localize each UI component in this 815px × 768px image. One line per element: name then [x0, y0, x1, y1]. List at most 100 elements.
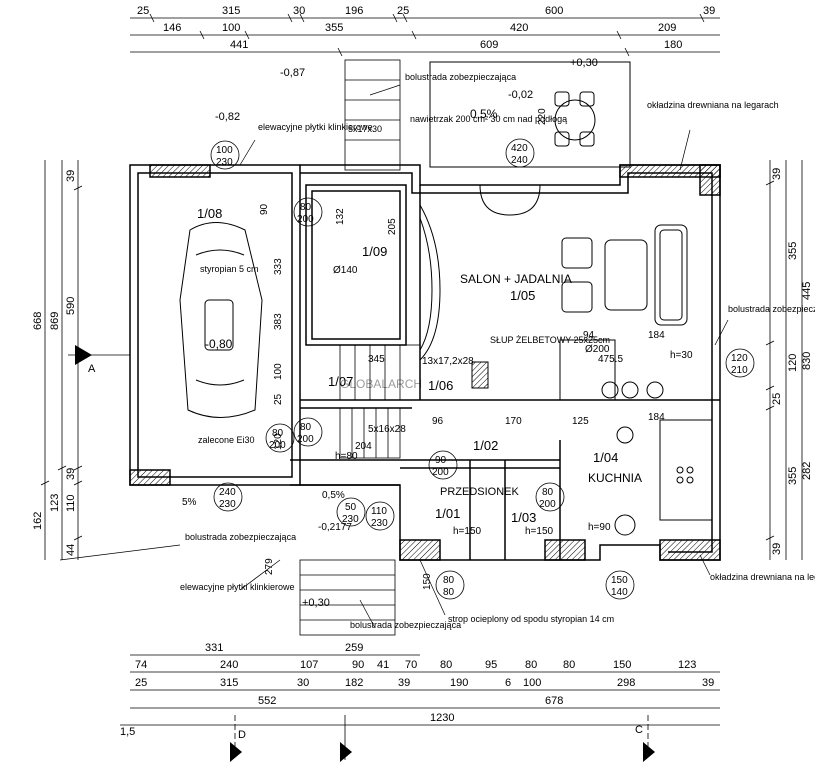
room-number: 1/06 — [428, 378, 453, 393]
dim-label: 80 — [440, 659, 452, 671]
room-number: 1/08 — [197, 206, 222, 221]
svg-text:132: 132 — [335, 208, 346, 225]
level: -0,02 — [508, 89, 533, 101]
dim-label: 74 — [135, 659, 147, 671]
dim-label: 315 — [222, 5, 240, 17]
level: -0,80 — [205, 337, 233, 351]
dim-label: 80 — [525, 659, 537, 671]
section-marks-bottom: D C — [230, 715, 655, 762]
dim-label: 240 — [220, 659, 238, 671]
room-number: 1/09 — [362, 244, 387, 259]
dim-label: 441 — [230, 39, 248, 51]
svg-text:80: 80 — [443, 575, 455, 586]
svg-text:Ø200: Ø200 — [585, 344, 610, 355]
dim-label: 80 — [563, 659, 575, 671]
room-number: 1/02 — [473, 438, 498, 453]
svg-text:150: 150 — [422, 573, 433, 590]
right-dimensions — [765, 160, 803, 560]
living-furniture — [419, 204, 688, 361]
svg-text:230: 230 — [371, 518, 388, 529]
svg-text:90: 90 — [435, 455, 447, 466]
note-fire: zalecone Ei30 — [198, 435, 255, 445]
dim-label: 25 — [397, 5, 409, 17]
dim-label: 100 — [222, 22, 240, 34]
note-tiles: elewacyjne płytki klinkierowe — [258, 122, 373, 132]
dim-label: 39 — [771, 168, 783, 180]
bottom-dimensions — [120, 654, 720, 726]
note-ceiling: strop ocieplony od spodu styropian 14 cm — [448, 614, 614, 624]
note-cladding: okładzina drewniana na legarach — [710, 572, 815, 582]
room-name: PRZEDSIONEK — [440, 486, 520, 498]
svg-text:150: 150 — [611, 575, 628, 586]
svg-text:50: 50 — [345, 502, 357, 513]
concrete-column — [471, 361, 489, 389]
svg-text:D: D — [238, 729, 246, 741]
note-cladding: okładzina drewniana na legarach — [647, 100, 779, 110]
dim-label: 107 — [300, 659, 318, 671]
dim-label: 600 — [545, 5, 563, 17]
dim-label: 282 — [801, 462, 813, 480]
dim-label: 315 — [220, 677, 238, 689]
room-name: KUCHNIA — [588, 471, 642, 485]
svg-text:230: 230 — [342, 514, 359, 525]
right-dimension-labels: 39 355 445 120 830 25 355 282 39 — [771, 168, 813, 555]
room-labels: 1/08 1/09 SALON + JADALNIA 1/05 1/07 1/0… — [197, 206, 642, 525]
note-tiles: elewacyjne płytki klinkierowe — [180, 582, 295, 592]
dim-label: 110 — [65, 494, 77, 512]
svg-text:94: 94 — [583, 330, 595, 341]
note-vent: nawietrzak 200 cm² 30 cm nad podłogą — [410, 114, 567, 124]
dim-label: 190 — [450, 677, 468, 689]
dim-label: 95 — [485, 659, 497, 671]
dim-label: 30 — [293, 5, 305, 17]
svg-text:200: 200 — [432, 467, 449, 478]
bottom-dimension-labels: 331 259 74 240 107 90 41 70 80 95 80 80 … — [120, 642, 714, 738]
dim-label: 44 — [65, 544, 77, 556]
dim-label: 830 — [801, 352, 813, 370]
level: -0,82 — [215, 111, 240, 123]
svg-text:279: 279 — [264, 558, 275, 575]
svg-text:210: 210 — [731, 365, 748, 376]
dim-label: 298 — [617, 677, 635, 689]
svg-text:h=80: h=80 — [335, 451, 358, 462]
svg-text:383: 383 — [273, 313, 284, 330]
watermark: GLOBALARCH — [340, 377, 422, 391]
dim-label: 331 — [205, 642, 223, 654]
level: +0,30 — [302, 597, 330, 609]
dim-label: 196 — [345, 5, 363, 17]
dim-label: 678 — [545, 695, 563, 707]
dim-label: 259 — [345, 642, 363, 654]
note-styrofoam: styropian 5 cm — [200, 264, 259, 274]
svg-text:h=30: h=30 — [670, 350, 693, 361]
top-stairs — [344, 59, 401, 171]
slope: 0,5% — [322, 490, 345, 501]
note-stairs-main: 13x17,2x28 — [422, 356, 474, 367]
svg-text:100: 100 — [216, 145, 233, 156]
dim-label: 869 — [49, 312, 61, 330]
dim-label: 590 — [65, 297, 77, 315]
svg-text:240: 240 — [511, 155, 528, 166]
dim-label: 609 — [480, 39, 498, 51]
openings — [210, 138, 755, 600]
dim-label: 146 — [163, 22, 181, 34]
room-name: SALON + JADALNIA — [460, 272, 572, 286]
svg-text:184: 184 — [648, 330, 665, 341]
note-balustrade: bolustrada zobezpieczająca — [185, 532, 296, 542]
svg-text:420: 420 — [511, 143, 528, 154]
svg-text:h=150: h=150 — [525, 526, 554, 537]
level: -0,87 — [280, 67, 305, 79]
svg-text:205: 205 — [387, 218, 398, 235]
top-dimension-labels: 25 315 30 196 25 600 39 146 100 355 420 … — [137, 5, 715, 51]
note-balustrade: bolustrada zobezpieczająca — [350, 620, 461, 630]
svg-text:120: 120 — [273, 433, 284, 450]
dim-label: 25 — [771, 393, 783, 405]
top-dimensions — [130, 13, 720, 57]
annotations: bolustrada zobezpieczająca elewacyjne pł… — [180, 72, 815, 630]
room-number: 1/04 — [593, 450, 618, 465]
svg-text:475.5: 475.5 — [598, 354, 623, 365]
svg-text:80: 80 — [300, 202, 312, 213]
slope: 5% — [182, 497, 197, 508]
dim-label: 420 — [510, 22, 528, 34]
svg-text:Ø140: Ø140 — [333, 265, 358, 276]
svg-text:80: 80 — [542, 487, 554, 498]
